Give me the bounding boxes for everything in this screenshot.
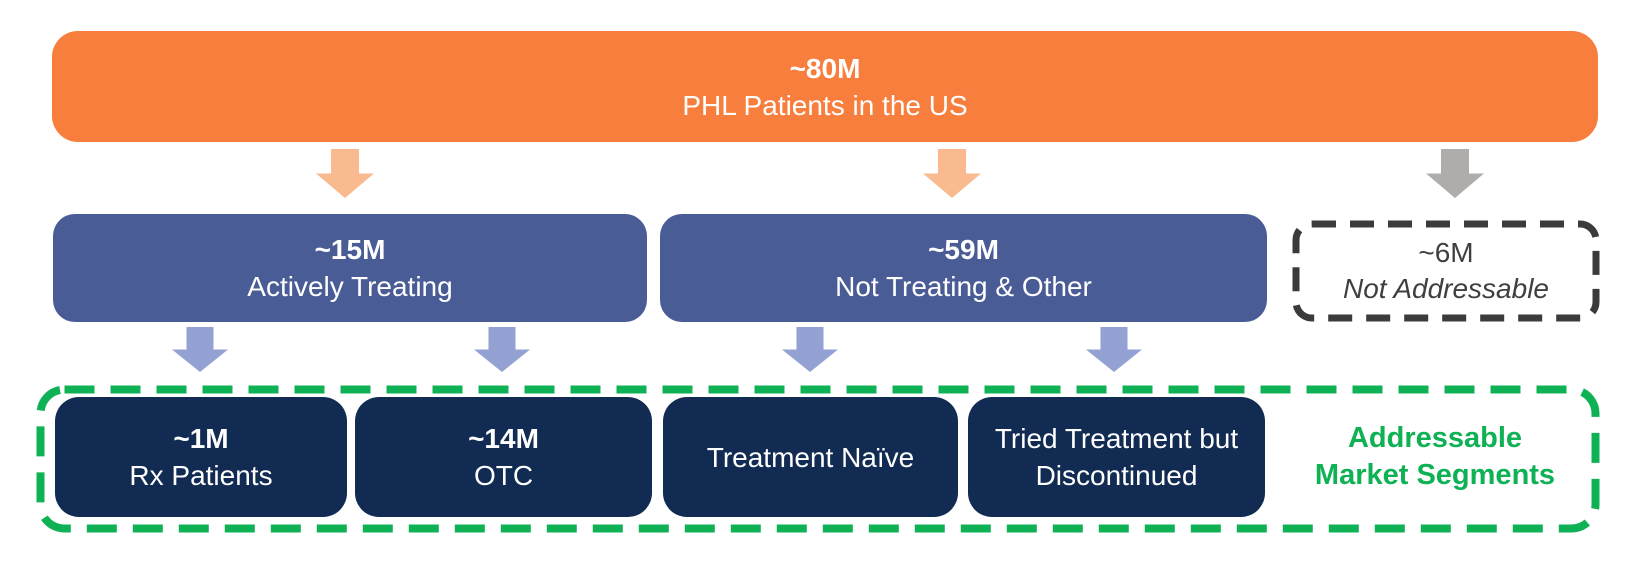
actively-treating-box: ~15M Actively Treating <box>53 214 647 322</box>
tried-treatment-box: Tried Treatment but Discontinued <box>968 397 1265 517</box>
dashed-border <box>1292 220 1600 322</box>
down-arrow-icon <box>1086 327 1142 372</box>
addressable-segments-label: Addressable Market Segments <box>1314 422 1556 491</box>
down-arrow-icon <box>923 149 981 198</box>
not-addressable-box: ~6M Not Addressable <box>1292 220 1600 322</box>
otc-value: ~14M <box>468 423 539 454</box>
addressable-segments-frame <box>36 385 1600 533</box>
down-arrow-icon <box>782 327 838 372</box>
actively-treating-value: ~15M <box>314 234 386 265</box>
actively-treating-label: Actively Treating <box>247 271 453 302</box>
tried-treatment-label: Tried Treatment but Discontinued <box>994 423 1239 491</box>
total-population-value: ~80M <box>789 52 861 84</box>
down-arrow-icon <box>172 327 228 372</box>
otc-label: OTC <box>473 460 534 491</box>
not-addressable-value: ~6M <box>1418 237 1474 268</box>
total-population-label: PHL Patients in the US <box>682 89 968 121</box>
not-treating-value: ~59M <box>928 234 999 265</box>
rx-patients-box: ~1M Rx Patients <box>55 397 347 517</box>
rx-patients-label: Rx Patients <box>129 460 273 491</box>
not-addressable-label: Not Addressable <box>1343 273 1549 304</box>
down-arrow-icon <box>474 327 530 372</box>
otc-box: ~14M OTC <box>355 397 652 517</box>
not-treating-box: ~59M Not Treating & Other <box>660 214 1267 322</box>
down-arrow-icon <box>316 149 374 198</box>
treatment-naive-box: Treatment Naïve <box>663 397 958 517</box>
down-arrow-icon <box>1426 149 1484 198</box>
rx-patients-value: ~1M <box>173 423 229 454</box>
total-population-box: ~80M PHL Patients in the US <box>52 31 1598 142</box>
not-treating-label: Not Treating & Other <box>835 271 1092 302</box>
treatment-naive-label: Treatment Naïve <box>706 441 915 473</box>
